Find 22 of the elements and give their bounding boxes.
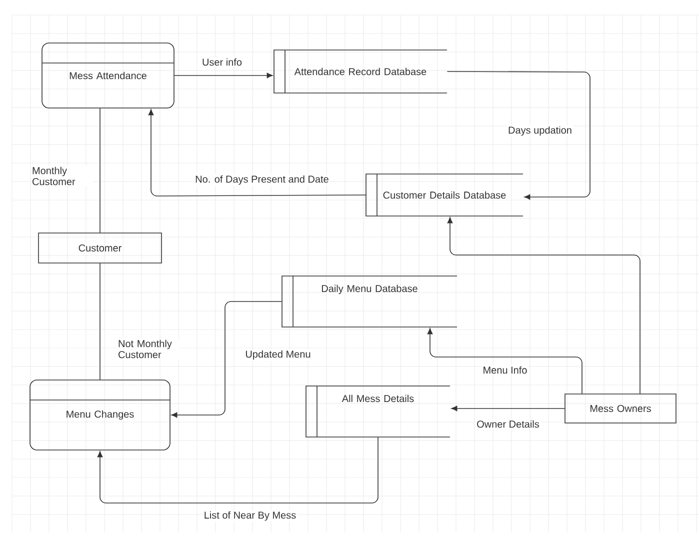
arrow bbox=[446, 71, 590, 200]
arrow bbox=[447, 217, 640, 394]
edge-label: Updated Menu bbox=[244, 349, 312, 361]
edge-label: Not Monthly Customer bbox=[117, 338, 179, 360]
data-store: Customer Details Database bbox=[366, 174, 524, 216]
entity-box: Mess Owners bbox=[564, 394, 676, 424]
arrow bbox=[451, 406, 566, 412]
edge-label: Days updation bbox=[507, 125, 573, 137]
arrow bbox=[97, 436, 378, 504]
process-box: Mess Attendance bbox=[42, 42, 174, 108]
edge-label: Monthly Customer bbox=[31, 166, 93, 186]
arrow bbox=[427, 328, 582, 394]
arrow bbox=[174, 72, 273, 78]
arrow bbox=[148, 109, 366, 196]
edge-label: No. of Days Present and Date bbox=[194, 174, 330, 186]
data-store: Attendance Record Database bbox=[274, 50, 448, 94]
edge-label: List of Near By Mess bbox=[202, 510, 298, 522]
data-store: All Mess Details bbox=[306, 386, 450, 438]
entity-box: Customer bbox=[38, 232, 162, 264]
data-store: Daily Menu Database bbox=[282, 276, 458, 328]
process-box: Menu Changes bbox=[30, 380, 170, 450]
arrow bbox=[171, 301, 282, 418]
